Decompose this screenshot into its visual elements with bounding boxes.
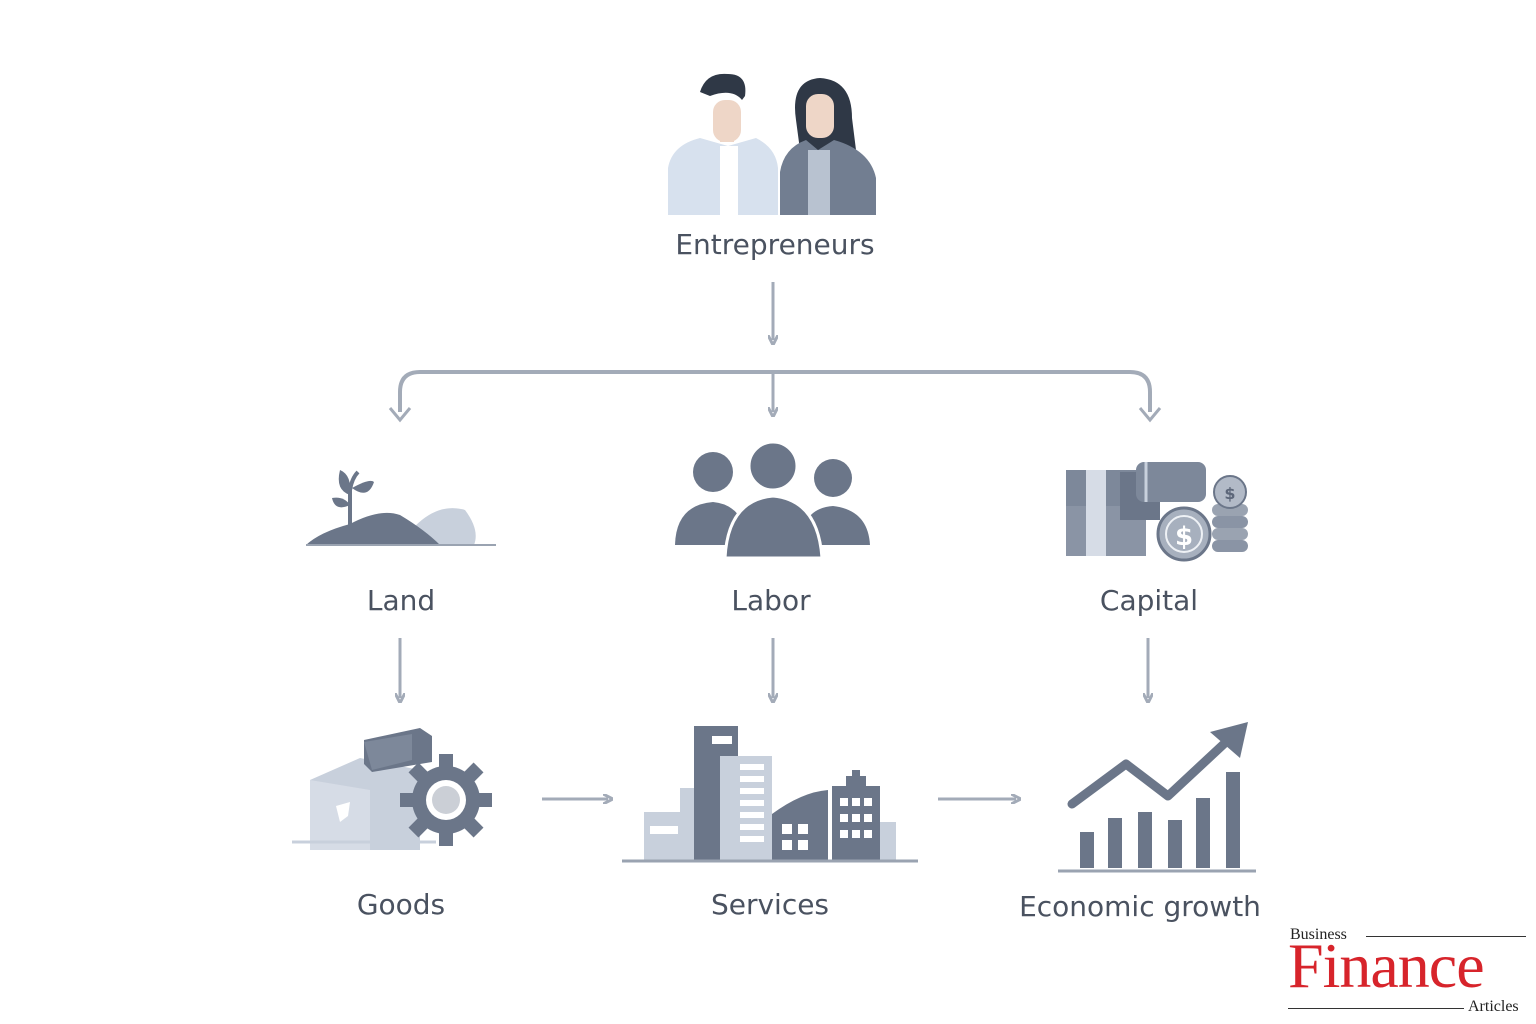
brand-bottom-rule: [1288, 1008, 1464, 1009]
group-icon: [675, 440, 870, 560]
two-people-icon: [668, 73, 876, 215]
brand-main-text: Finance: [1288, 930, 1485, 1001]
box-gear-icon: [292, 728, 492, 850]
svg-text:$: $: [1224, 484, 1235, 503]
plant-hill-icon: [306, 470, 496, 546]
brand-top-text: Business: [1290, 926, 1347, 943]
node-label-land: Land: [366, 584, 436, 617]
brand-bottom-text: Articles: [1468, 998, 1519, 1015]
svg-text:$: $: [1175, 522, 1193, 552]
city-buildings-icon: [622, 726, 918, 863]
node-label-labor: Labor: [731, 584, 811, 617]
node-label-capital: Capital: [1099, 584, 1199, 617]
node-label-services: Services: [710, 888, 830, 921]
growth-chart-icon: [1058, 722, 1256, 873]
node-label-economic-growth: Economic growth: [1019, 890, 1261, 923]
node-label-entrepreneurs: Entrepreneurs: [675, 228, 875, 261]
brand-top-rule: [1366, 936, 1526, 937]
brand-logo: Business Finance Articles: [1288, 926, 1530, 1018]
node-label-goods: Goods: [356, 888, 446, 921]
money-stack-icon: $ $: [1066, 462, 1248, 562]
